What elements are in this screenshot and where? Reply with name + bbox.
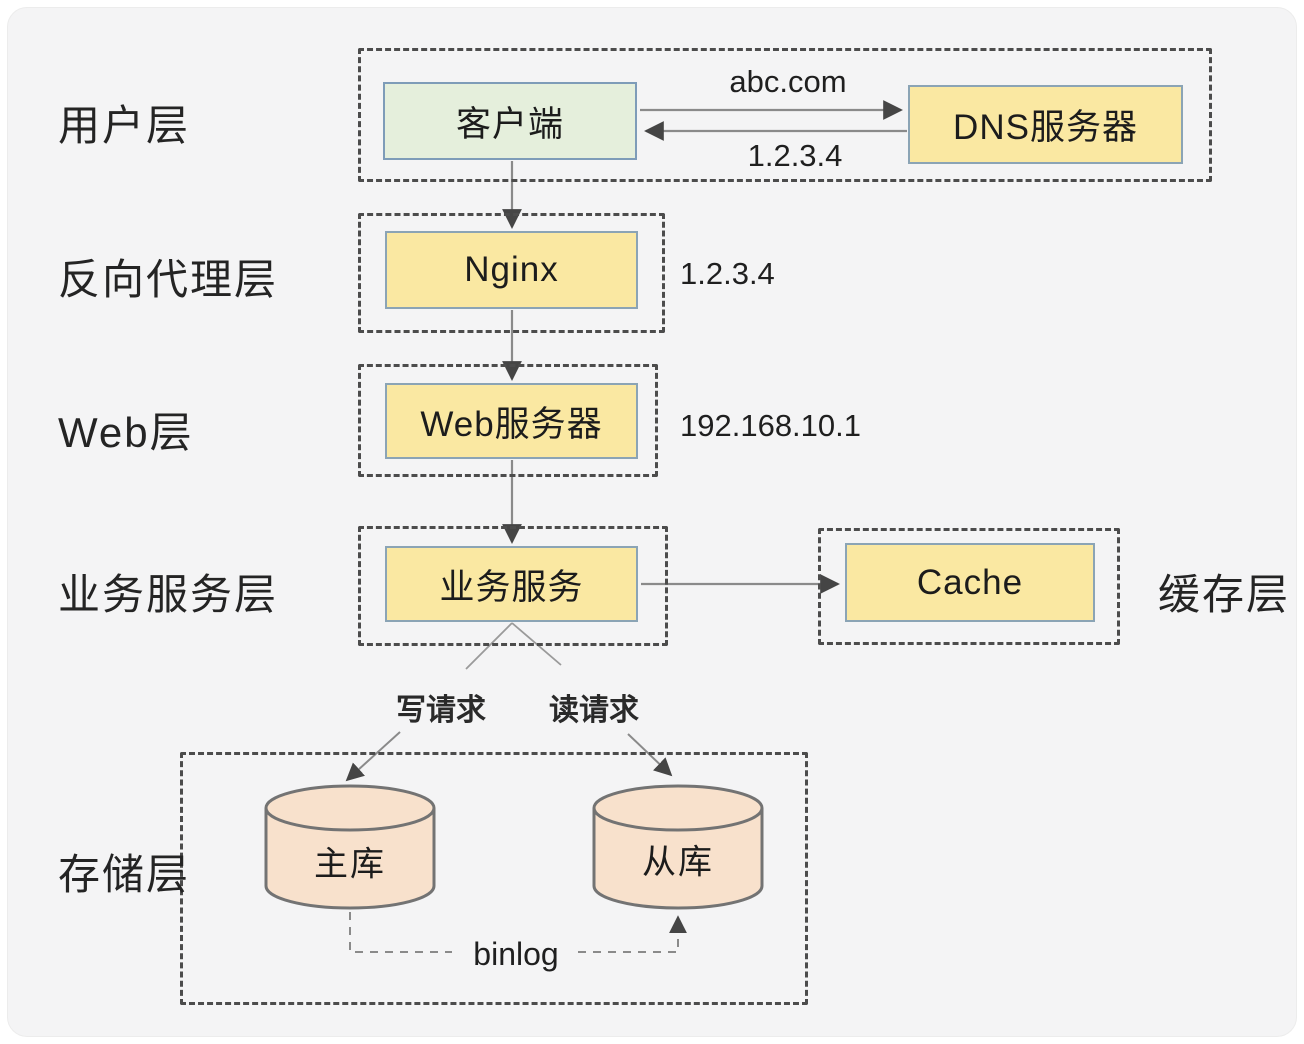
master-db-label: 主库 <box>314 845 386 884</box>
nginx-ip-label: 1.2.3.4 <box>680 256 775 291</box>
dns-answer-label: 1.2.3.4 <box>747 138 843 173</box>
nginx-node: Nginx <box>385 231 638 309</box>
slave-db-label: 从库 <box>642 843 714 882</box>
read-request-label: 读请求 <box>549 694 639 727</box>
cache-node: Cache <box>845 543 1095 622</box>
service-node: 业务服务 <box>385 546 638 622</box>
dns-server-node: DNS服务器 <box>908 85 1183 164</box>
web-server-node: Web服务器 <box>385 383 638 459</box>
proxy-layer-label: 反向代理层 <box>58 256 279 303</box>
user-layer-label: 用户层 <box>58 102 191 149</box>
service-layer-label: 业务服务层 <box>58 571 279 618</box>
storage-layer-box <box>180 752 808 1005</box>
cache-layer-box <box>818 528 1120 645</box>
web-server-ip-label: 192.168.10.1 <box>680 408 862 443</box>
binlog-label: binlog <box>473 936 559 972</box>
user-layer-box <box>358 48 1212 182</box>
web-layer-label: Web层 <box>58 409 194 456</box>
service-layer-box <box>358 526 668 646</box>
cache-layer-label: 缓存层 <box>1158 571 1291 618</box>
proxy-layer-box <box>358 213 665 333</box>
storage-layer-label: 存储层 <box>58 851 191 898</box>
write-request-label: 写请求 <box>396 694 486 727</box>
dns-query-label: abc.com <box>729 64 847 99</box>
client-node: 客户端 <box>383 82 637 160</box>
web-layer-box <box>358 364 658 477</box>
